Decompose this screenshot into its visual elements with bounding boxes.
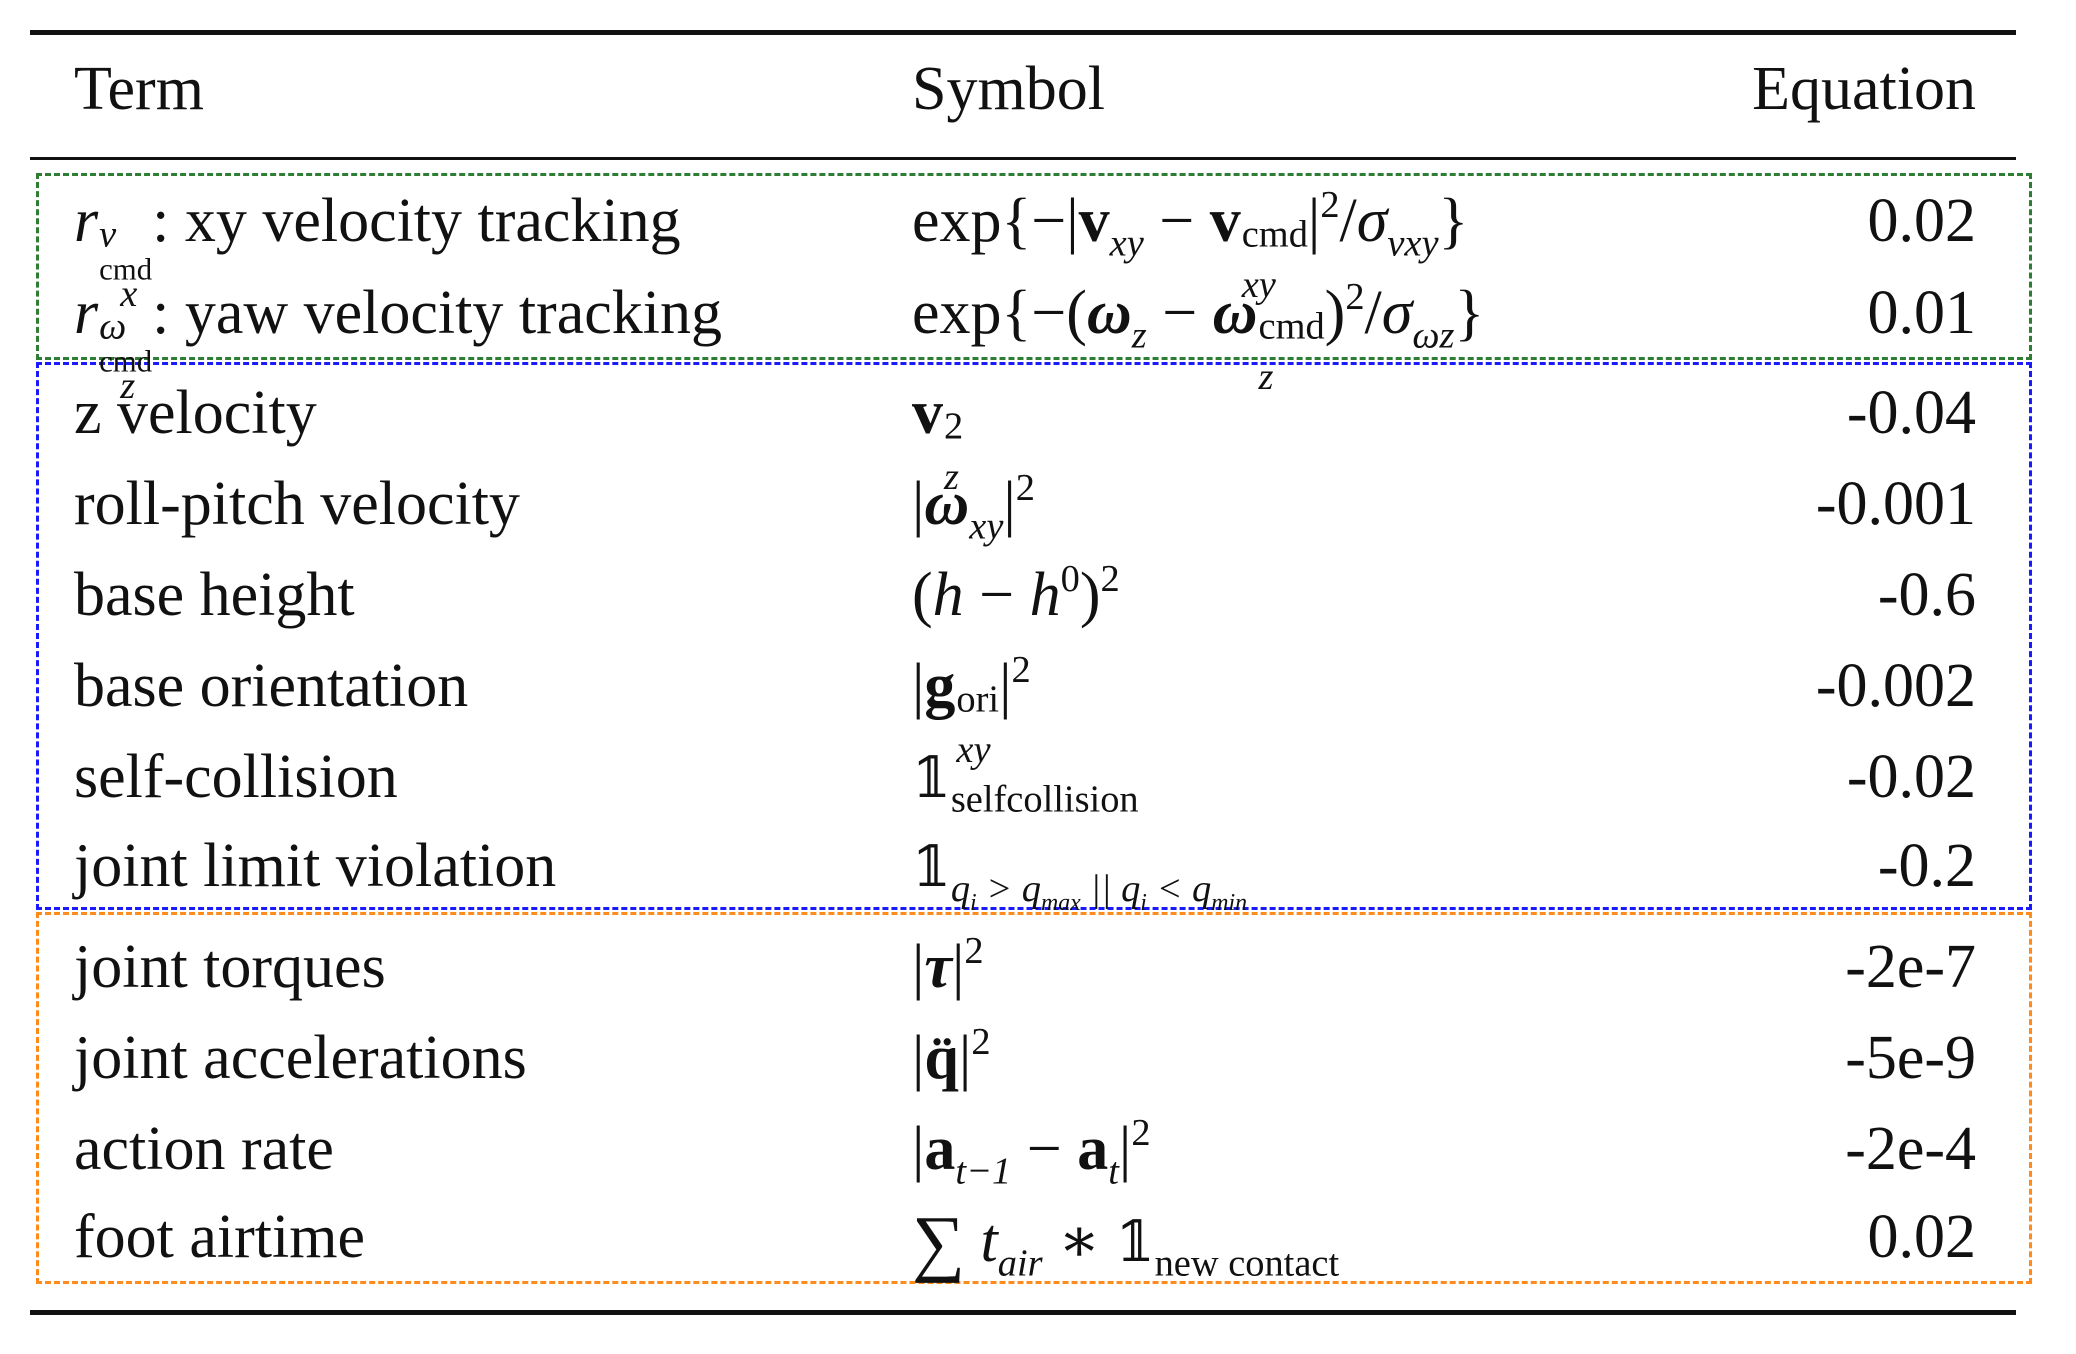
value-cell: 0.01 xyxy=(1867,279,1977,347)
value-cell: 0.02 xyxy=(1867,187,1977,255)
symbol-cell: |τ|2 xyxy=(912,930,984,1001)
value-cell: -0.2 xyxy=(1877,832,1976,900)
value-cell: -0.02 xyxy=(1846,743,1976,811)
value-cell: -0.6 xyxy=(1877,561,1976,629)
term-cell: joint accelerations xyxy=(74,1024,527,1092)
smoothness-group-box xyxy=(36,912,2032,1284)
symbol-cell: |ωxy|2 xyxy=(912,467,1036,548)
header-symbol: Symbol xyxy=(912,55,1105,123)
symbol-cell: |at−1 − at|2 xyxy=(912,1112,1151,1193)
header-equation: Equation xyxy=(1752,55,1976,123)
term-cell: joint limit violation xyxy=(74,832,557,900)
value-cell: -0.04 xyxy=(1846,379,1976,447)
term-cell: foot airtime xyxy=(74,1203,365,1271)
symbol-cell: 𝟙selfcollision xyxy=(912,746,1139,821)
symbol-cell: (h − h0)2 xyxy=(912,558,1120,629)
header-rule xyxy=(30,157,2016,160)
value-cell: -5e-9 xyxy=(1845,1024,1976,1092)
bottom-rule xyxy=(30,1310,2016,1315)
value-cell: -0.002 xyxy=(1815,652,1976,720)
value-cell: -2e-4 xyxy=(1845,1115,1976,1183)
term-cell: joint torques xyxy=(74,933,386,1001)
symbol-cell: |q̈|2 xyxy=(912,1021,991,1092)
value-cell: -2e-7 xyxy=(1845,933,1976,1001)
term-cell: action rate xyxy=(74,1115,334,1183)
symbol-cell: 𝟙qi > qmax || qi < qmin xyxy=(912,835,1248,916)
header-term: Term xyxy=(74,55,204,123)
term-cell: z velocity xyxy=(74,379,317,447)
term-cell: base height xyxy=(74,561,355,629)
term-cell: roll-pitch velocity xyxy=(74,470,520,538)
term-cell: base orientation xyxy=(74,652,469,720)
stability-group-box xyxy=(36,362,2032,910)
value-cell: 0.02 xyxy=(1867,1203,1977,1271)
symbol-cell: ∑ tair ∗ 𝟙new contact xyxy=(912,1202,1340,1285)
top-rule xyxy=(30,30,2016,35)
value-cell: -0.001 xyxy=(1815,470,1976,538)
tracking-group-box xyxy=(36,173,2032,360)
term-cell: self-collision xyxy=(74,743,398,811)
